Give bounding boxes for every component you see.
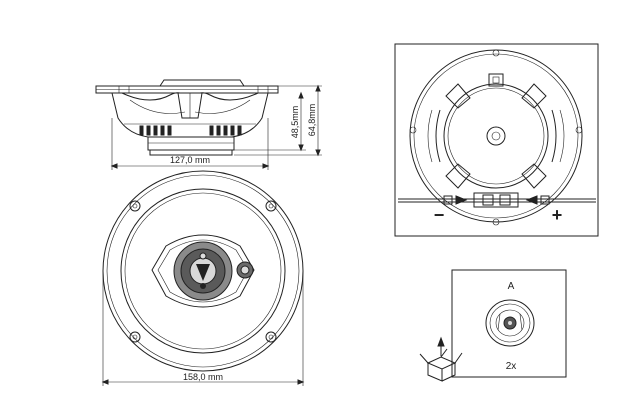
- package-contents-panel: A 2x: [420, 270, 566, 381]
- width-158-label: 158,0 mm: [183, 372, 223, 382]
- minus-label: −: [434, 205, 445, 225]
- package-item-label: A: [508, 281, 515, 292]
- package-quantity: 2x: [506, 361, 517, 372]
- dimension-depth-group: 48,5mm 64,8mm: [234, 86, 322, 155]
- front-view-drawing: [103, 171, 303, 371]
- box-icon: [420, 338, 462, 381]
- depth-64-label: 64,8mm: [307, 104, 317, 137]
- wiring-panel: − +: [395, 44, 598, 236]
- side-view-drawing: [96, 80, 278, 155]
- depth-48-label: 48,5mm: [290, 106, 300, 139]
- width-127-label: 127,0 mm: [170, 155, 210, 165]
- dimension-width-127: 127,0 mm: [112, 118, 268, 170]
- plus-label: +: [552, 205, 563, 225]
